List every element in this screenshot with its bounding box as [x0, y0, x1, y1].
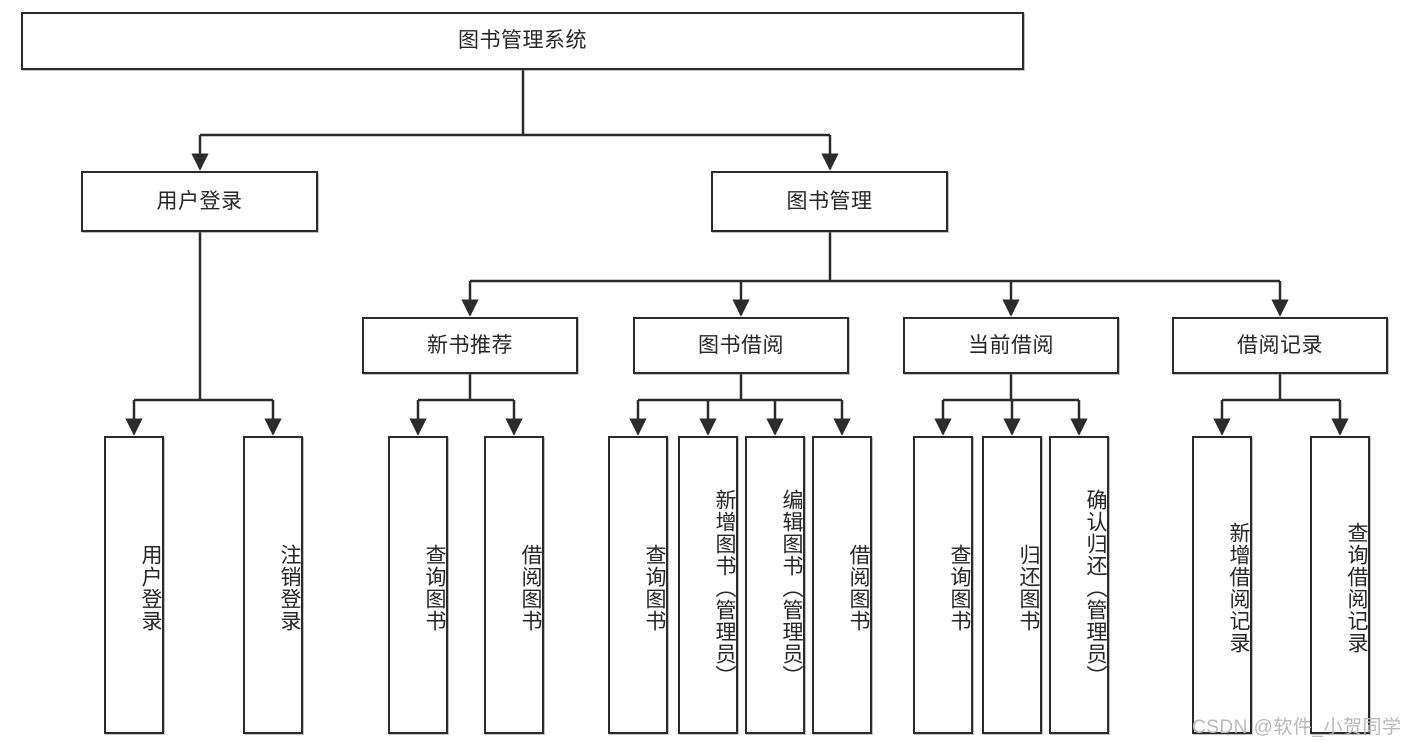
node-root[interactable]: 图书管理系统 — [21, 12, 1024, 70]
leaf-current-return-book-label: 归还图书 — [1017, 544, 1040, 632]
leaf-user-login[interactable]: 用户登录 — [104, 436, 164, 734]
leaf-current-return-book[interactable]: 归还图书 — [982, 436, 1042, 734]
node-root-label: 图书管理系统 — [458, 29, 587, 53]
leaf-new-query-book-label: 查询图书 — [423, 544, 446, 632]
node-current-borrow[interactable]: 当前借阅 — [903, 317, 1119, 374]
leaf-record-add-label: 新增借阅记录 — [1227, 522, 1250, 654]
leaf-borrow-borrow-book[interactable]: 借阅图书 — [812, 436, 872, 734]
leaf-current-query-book[interactable]: 查询图书 — [913, 436, 973, 734]
leaf-current-confirm-return[interactable]: 确认归还（管理员） — [1049, 436, 1109, 734]
leaf-borrow-query-book-label: 查询图书 — [643, 544, 666, 632]
node-current-borrow-label: 当前借阅 — [968, 333, 1054, 357]
leaf-current-query-book-label: 查询图书 — [948, 544, 971, 632]
node-borrow-record-label: 借阅记录 — [1237, 333, 1323, 357]
node-user-login-module[interactable]: 用户登录 — [81, 171, 318, 232]
leaf-new-borrow-book-label: 借阅图书 — [519, 544, 542, 632]
leaf-user-logout[interactable]: 注销登录 — [243, 436, 303, 734]
leaf-new-query-book[interactable]: 查询图书 — [388, 436, 448, 734]
node-borrow-record[interactable]: 借阅记录 — [1172, 317, 1388, 374]
leaf-borrow-add-book[interactable]: 新增图书（管理员） — [678, 436, 738, 734]
node-book-management-module[interactable]: 图书管理 — [711, 171, 948, 232]
leaf-borrow-edit-book[interactable]: 编辑图书（管理员） — [745, 436, 805, 734]
leaf-borrow-add-book-label: 新增图书（管理员） — [713, 489, 736, 687]
leaf-borrow-edit-book-label: 编辑图书（管理员） — [780, 489, 803, 687]
leaf-record-query-label: 查询借阅记录 — [1345, 522, 1368, 654]
leaf-user-logout-label: 注销登录 — [278, 544, 301, 632]
node-book-borrow-label: 图书借阅 — [698, 333, 784, 357]
leaf-borrow-borrow-book-label: 借阅图书 — [847, 544, 870, 632]
watermark: CSDN @软件_小贺同学 — [1192, 717, 1402, 738]
leaf-user-login-label: 用户登录 — [139, 544, 162, 632]
node-book-borrow[interactable]: 图书借阅 — [633, 317, 849, 374]
node-user-login-module-label: 用户登录 — [156, 189, 243, 213]
leaf-borrow-query-book[interactable]: 查询图书 — [608, 436, 668, 734]
node-new-book-recommend-label: 新书推荐 — [427, 333, 513, 357]
leaf-record-query[interactable]: 查询借阅记录 — [1310, 436, 1370, 734]
leaf-current-confirm-return-label: 确认归还（管理员） — [1084, 489, 1107, 687]
leaf-new-borrow-book[interactable]: 借阅图书 — [484, 436, 544, 734]
node-new-book-recommend[interactable]: 新书推荐 — [362, 317, 578, 374]
node-book-management-module-label: 图书管理 — [786, 189, 873, 213]
edge-group — [125, 70, 1349, 436]
leaf-record-add[interactable]: 新增借阅记录 — [1192, 436, 1252, 734]
